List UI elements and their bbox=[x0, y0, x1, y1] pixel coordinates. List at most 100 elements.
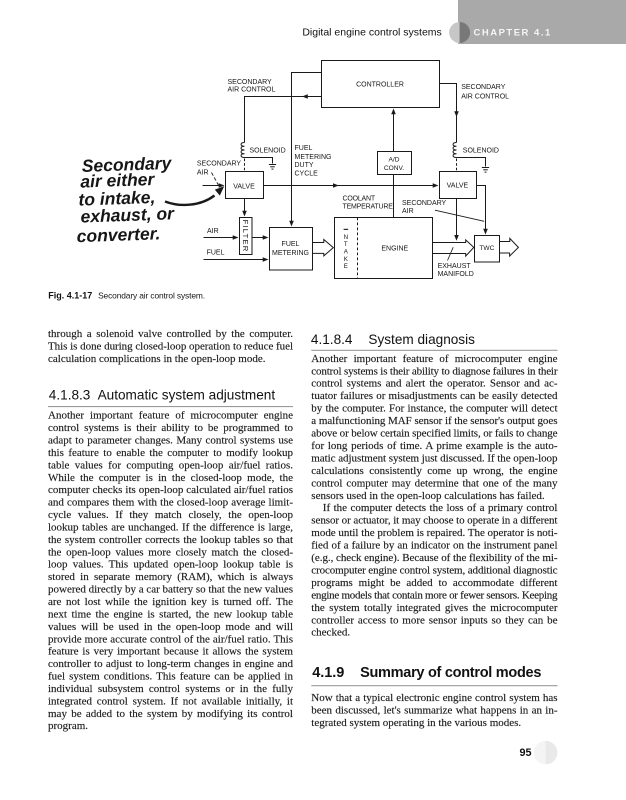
svg-text:cycle values. If they match cl: cycle values. If they match closely, the… bbox=[48, 509, 293, 521]
svg-text:a malfunctioning MAF sensor if: a malfunctioning MAF sensor if the senso… bbox=[311, 415, 557, 427]
svg-text:values will be used in the ope: values will be used in the open-loop mod… bbox=[48, 621, 293, 633]
svg-text:stored in separate memory (RAM: stored in separate memory (RAM), which i… bbox=[48, 571, 293, 583]
svg-text:this feature to enable the com: this feature to enable the computer to m… bbox=[48, 447, 293, 459]
svg-text:through a solenoid valve contr: through a solenoid valve controlled by t… bbox=[48, 328, 293, 340]
svg-text:EXHAUST: EXHAUST bbox=[438, 263, 472, 270]
svg-text:lookup tables are unchanged. I: lookup tables are unchanged. If the diff… bbox=[48, 521, 293, 533]
svg-text:AIR CONTROL: AIR CONTROL bbox=[461, 94, 509, 101]
svg-text:by the computer. For instance,: by the computer. For instance, the compu… bbox=[311, 403, 557, 415]
svg-text:the open-loop values more clos: the open-loop values more closely match … bbox=[48, 546, 293, 558]
svg-text:Another important feature of m: Another important feature of microcomput… bbox=[48, 410, 293, 422]
svg-text:matic adjustment system just d: matic adjustment system just discussed. … bbox=[311, 452, 558, 464]
svg-text:FILTER: FILTER bbox=[241, 220, 250, 253]
svg-text:4.1.9: 4.1.9 bbox=[312, 665, 344, 681]
svg-text:METERING: METERING bbox=[295, 154, 332, 161]
svg-text:SECONDARY: SECONDARY bbox=[402, 200, 447, 207]
svg-text:FUEL: FUEL bbox=[207, 250, 225, 257]
svg-text:sensors used in the open-loop: sensors used in the open-loop calculatio… bbox=[311, 490, 545, 502]
svg-text:N: N bbox=[344, 234, 348, 241]
svg-text:TEMPERATURE: TEMPERATURE bbox=[343, 204, 394, 211]
svg-text:System diagnosis: System diagnosis bbox=[368, 332, 475, 347]
svg-text:95: 95 bbox=[519, 747, 531, 759]
svg-text:MANIFOLD: MANIFOLD bbox=[438, 271, 474, 278]
svg-text:programs might be added to acc: programs might be added to accommodate d… bbox=[311, 577, 557, 589]
svg-text:sensor or actuator, it may cho: sensor or actuator, it may choose to ope… bbox=[311, 515, 557, 527]
svg-text:exhaust, or: exhaust, or bbox=[80, 203, 175, 226]
svg-text:SOLENOID: SOLENOID bbox=[463, 147, 499, 154]
svg-text:feature is very important beca: feature is very important because it all… bbox=[48, 646, 293, 658]
svg-text:CYCLE: CYCLE bbox=[295, 171, 319, 178]
svg-text:controller to adjust to long-t: controller to adjust to long-term change… bbox=[48, 658, 293, 670]
svg-text:been discussed, let's summariz: been discussed, let's summarize what hap… bbox=[311, 705, 558, 717]
svg-text:T: T bbox=[344, 241, 348, 248]
svg-text:for long periods of time. A pr: for long periods of time. A prime exampl… bbox=[311, 440, 558, 452]
svg-text:SECONDARY: SECONDARY bbox=[461, 84, 506, 91]
svg-text:table values for computing ope: table values for computing open-loop air… bbox=[48, 459, 293, 471]
svg-text:SOLENOID: SOLENOID bbox=[250, 148, 286, 155]
svg-text:control systems and alert the: control systems and alert the operator. … bbox=[311, 378, 558, 390]
svg-text:control computer may determine: control computer may determine that one … bbox=[311, 477, 558, 489]
svg-text:(e.g., check engine). Because: (e.g., check engine). Because of the fle… bbox=[311, 552, 558, 564]
svg-text:adapt to parameter changes. Ma: adapt to parameter changes. Many control… bbox=[48, 435, 293, 447]
svg-text:CONTROLLER: CONTROLLER bbox=[356, 82, 404, 89]
svg-text:FUEL: FUEL bbox=[282, 241, 300, 248]
svg-text:program.: program. bbox=[48, 720, 88, 732]
svg-text:AIR: AIR bbox=[197, 169, 209, 176]
svg-text:VALVE: VALVE bbox=[233, 183, 255, 190]
svg-text:Secondary: Secondary bbox=[81, 153, 172, 176]
svg-text:to intake,: to intake, bbox=[78, 187, 155, 210]
svg-text:CHAPTER 4.1: CHAPTER 4.1 bbox=[474, 28, 552, 39]
svg-text:TWC: TWC bbox=[479, 245, 494, 252]
svg-text:AIR CONTROL: AIR CONTROL bbox=[228, 87, 276, 94]
svg-text:DUTY: DUTY bbox=[295, 162, 314, 169]
svg-text:control systems is their abili: control systems is their ability to diag… bbox=[311, 365, 558, 377]
svg-text:E: E bbox=[344, 263, 348, 270]
svg-text:METERING: METERING bbox=[272, 250, 309, 257]
svg-text:Now that a typical electronic: Now that a typical electronic engine con… bbox=[311, 692, 557, 704]
svg-text:SECONDARY: SECONDARY bbox=[228, 79, 273, 86]
svg-text:FUEL: FUEL bbox=[295, 145, 313, 152]
svg-text:next time the engine is starte: next time the engine is started, the new… bbox=[48, 608, 293, 620]
svg-text:controller access to more sens: controller access to more sensor inputs … bbox=[311, 614, 557, 626]
svg-text:the system controller corrects: the system controller corrects the looku… bbox=[48, 534, 293, 546]
svg-text:control systems is their abili: control systems is their ability to be p… bbox=[48, 422, 293, 434]
svg-text:and compares them with the clo: and compares them with the closed-loop a… bbox=[48, 497, 293, 509]
svg-text:ENGINE: ENGINE bbox=[381, 246, 408, 253]
svg-text:Summary of control modes: Summary of control modes bbox=[360, 665, 541, 681]
svg-text:calculation complications in t: calculation complications in the open-lo… bbox=[48, 353, 266, 365]
svg-text:individual subsystem control s: individual subsystem control systems or … bbox=[48, 683, 293, 695]
svg-text:may be added to the system by: may be added to the system by modifying … bbox=[48, 708, 293, 720]
svg-text:provide more accurate control: provide more accurate control of the air… bbox=[48, 633, 293, 645]
svg-text:Digital engine control systems: Digital engine control systems bbox=[302, 26, 441, 38]
svg-text:checked.: checked. bbox=[311, 627, 350, 639]
svg-text:COOLANT: COOLANT bbox=[343, 196, 376, 203]
svg-text:VALVE: VALVE bbox=[447, 183, 469, 190]
svg-text:mode until the problem is repa: mode until the problem is repaired. The … bbox=[311, 527, 558, 539]
svg-text:K: K bbox=[344, 256, 349, 263]
svg-text:loop values. This updated open: loop values. This updated open-loop look… bbox=[48, 559, 293, 571]
svg-text:AIR: AIR bbox=[402, 208, 414, 215]
svg-text:Automatic system adjustment: Automatic system adjustment bbox=[98, 388, 276, 403]
svg-text:A/D: A/D bbox=[389, 156, 400, 163]
svg-text:converter.: converter. bbox=[76, 223, 160, 246]
svg-text:tegrated system operating in t: tegrated system operating in the various… bbox=[311, 717, 521, 729]
svg-text:crocomputer engine control sys: crocomputer engine control system, addit… bbox=[311, 564, 557, 576]
svg-text:engine models that contain mor: engine models that contain more or fewer… bbox=[311, 589, 558, 601]
svg-text:4.1.8.4: 4.1.8.4 bbox=[311, 332, 353, 347]
svg-text:above or below certain specifi: above or below certain specified limits,… bbox=[311, 428, 557, 440]
svg-text:are not lost while the ignitio: are not lost while the ignition key is t… bbox=[48, 596, 293, 608]
svg-text:integrated control system. If: integrated control system. If not availa… bbox=[48, 695, 293, 707]
svg-text:SECONDARY: SECONDARY bbox=[197, 161, 242, 168]
svg-text:While the computer is in the c: While the computer is in the closed-loop… bbox=[48, 472, 293, 484]
svg-text:air either: air either bbox=[80, 169, 156, 192]
svg-text:4.1.8.3: 4.1.8.3 bbox=[49, 388, 91, 403]
svg-text:This is done during closed-loo: This is done during closed-loop operatio… bbox=[48, 341, 293, 353]
svg-text:computer checks its open-loop: computer checks its open-loop calculated… bbox=[48, 484, 293, 496]
svg-text:If the computer detects the lo: If the computer detects the loss of a pr… bbox=[323, 502, 558, 514]
svg-text:AIR: AIR bbox=[207, 228, 219, 235]
svg-text:the system totally integrated: the system totally integrated gives the … bbox=[311, 602, 558, 614]
svg-text:fied of a failure by an indica: fied of a failure by an indicator on the… bbox=[311, 540, 557, 552]
svg-text:calculations consistently come: calculations consistently come up wrong,… bbox=[311, 465, 557, 477]
svg-text:tuator failures or misadjustme: tuator failures or misadjustments can be… bbox=[311, 390, 558, 402]
svg-text:powered directly by a car batt: powered directly by a car battery so tha… bbox=[48, 584, 293, 596]
